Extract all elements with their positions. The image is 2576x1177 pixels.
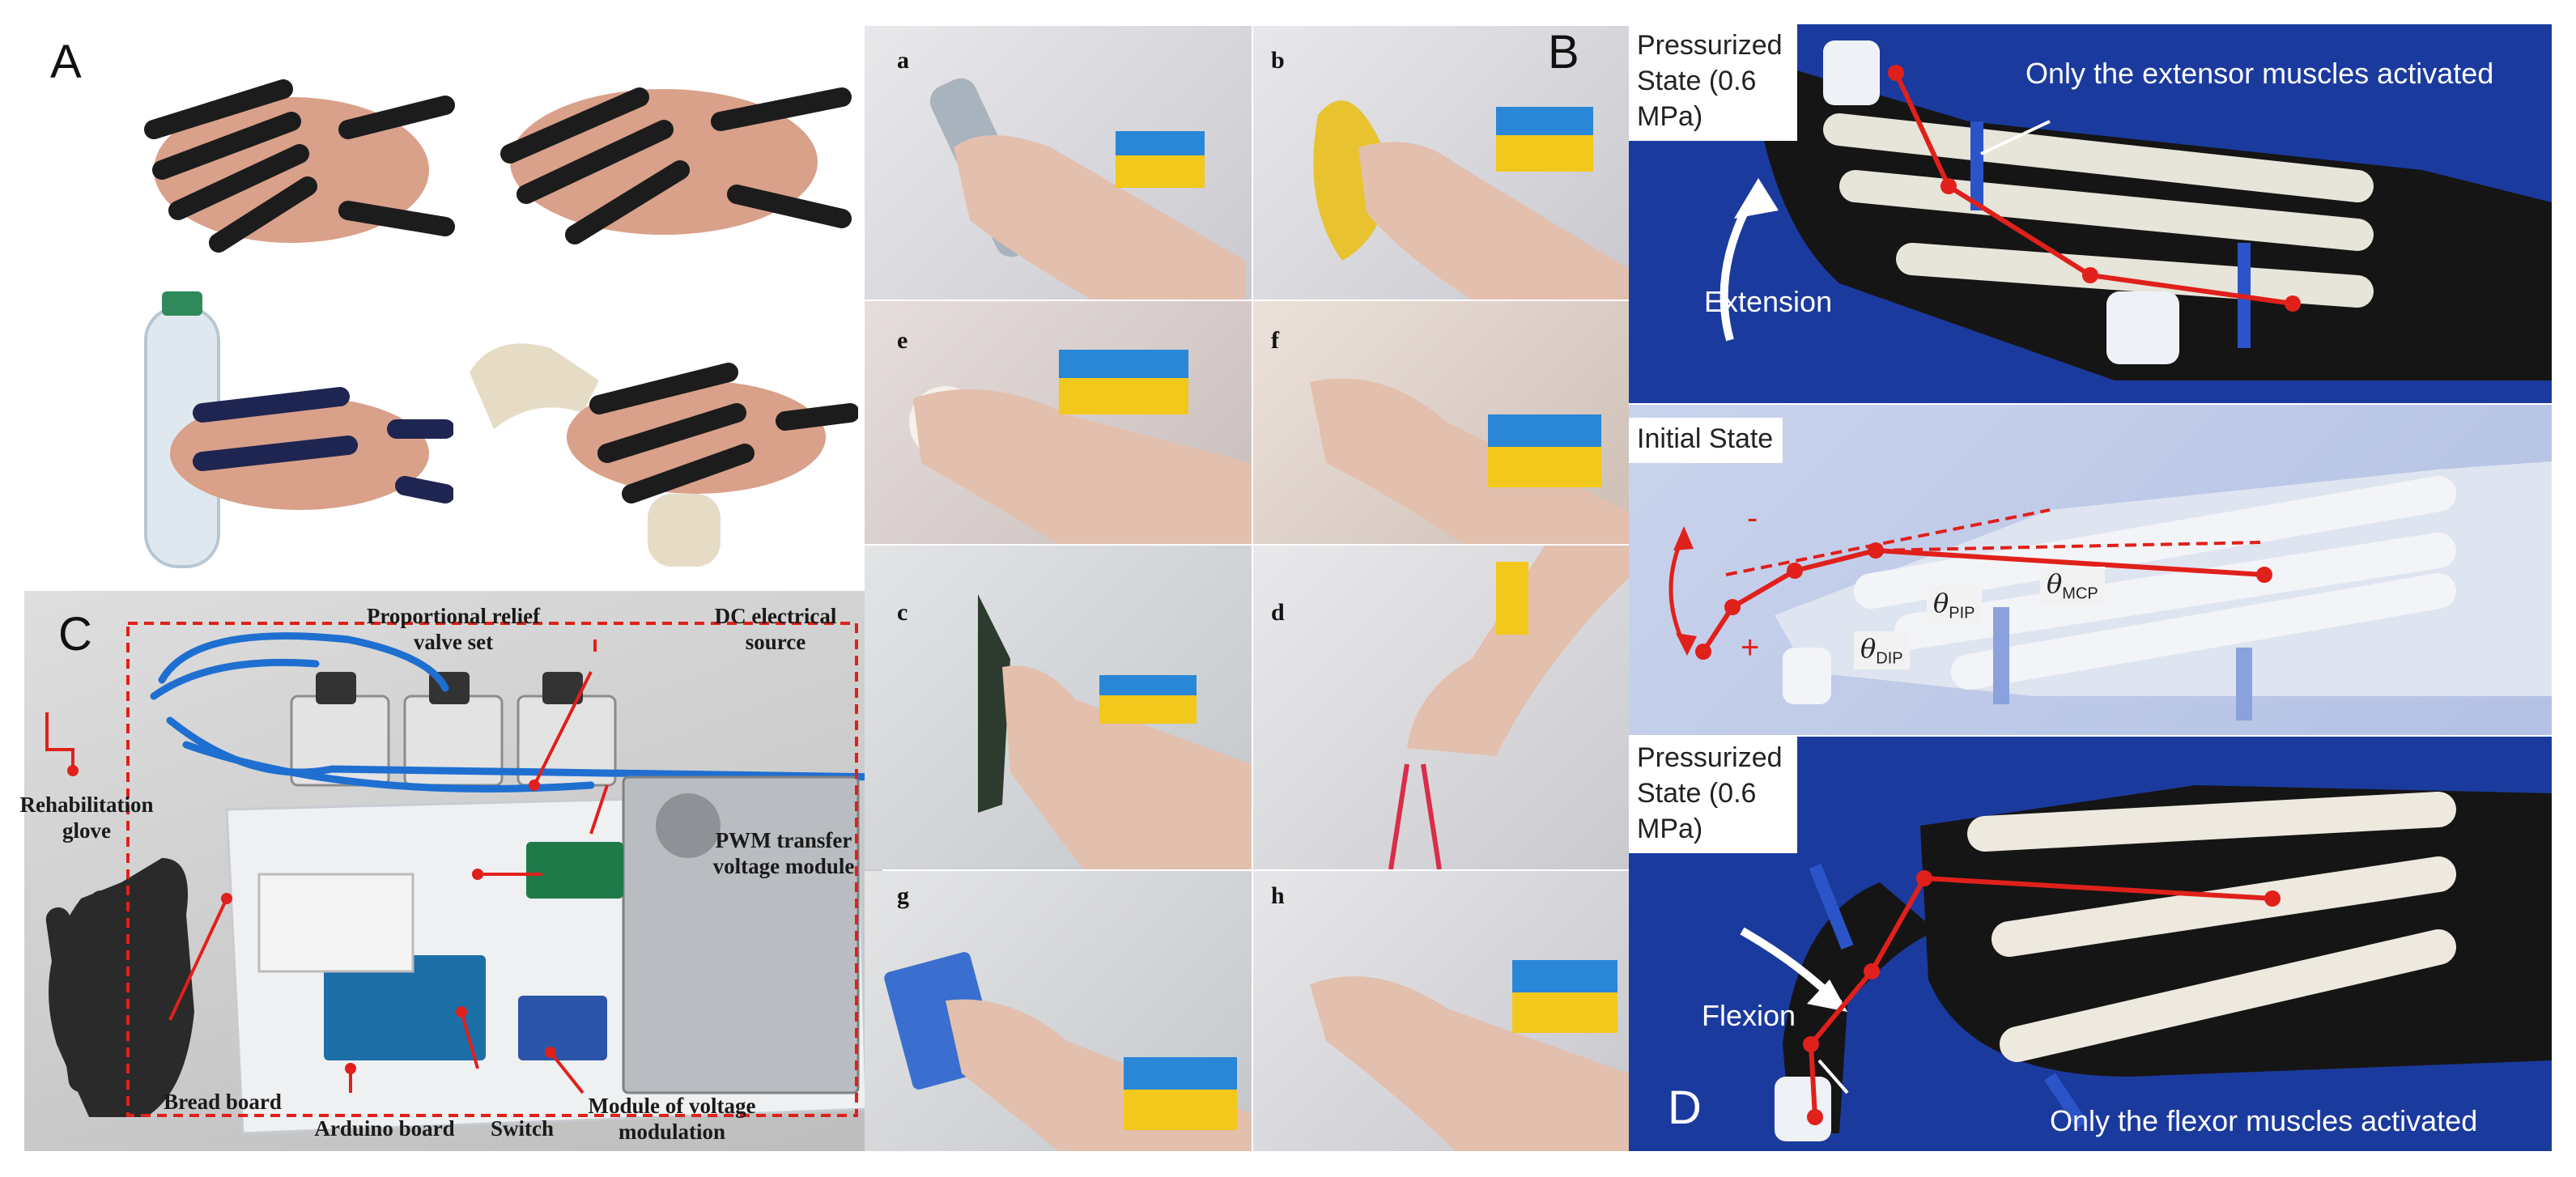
panel-b-photo-a	[865, 26, 1252, 300]
panel-letter-c: C	[58, 608, 92, 661]
grasp-pinch-drawing	[1310, 960, 1629, 1151]
panel-b-photo-f	[1253, 301, 1629, 544]
grasp-small-ball-drawing	[1310, 378, 1629, 544]
panel-b-photo-d	[1253, 546, 1629, 869]
panel-d-bottom-note: Only the flexor muscles activated	[2050, 1104, 2478, 1137]
panel-b-sub-d: d	[1271, 599, 1285, 626]
label-arduino: Arduino board	[314, 1116, 455, 1141]
panel-d-bottom-state-label: Pressurized State (0.6 MPa)	[1629, 737, 1797, 853]
panel-d-initial-state-label: Initial State	[1629, 418, 1783, 463]
panel-b-sub-b: b	[1271, 47, 1285, 74]
panel-letter-b: B	[1548, 26, 1579, 79]
valve-icon	[290, 672, 617, 787]
label-valve-set: Proportional relief valve set	[366, 604, 541, 654]
panel-letter-a: A	[50, 36, 82, 88]
glove-initial-drawing	[1668, 461, 2552, 720]
panel-b-photo-c	[865, 546, 1252, 869]
panel-b-photo-g	[865, 871, 1252, 1151]
grasp-cylinder-drawing	[929, 78, 1245, 300]
label-pwm: PWM transfer voltage module	[712, 828, 855, 878]
glove-extension-drawing	[1719, 40, 2552, 380]
grasp-ball-drawing	[909, 350, 1252, 544]
panel-letter-d: D	[1668, 1081, 1702, 1134]
panel-b-sub-c: c	[897, 599, 908, 626]
panel-b-sub-e: e	[897, 327, 908, 354]
panel-a-photo-2	[478, 32, 858, 291]
panel-a-photo-4	[461, 316, 858, 583]
angle-pip-label: θPIP	[1927, 586, 1982, 625]
panel-a-photo-3	[105, 291, 453, 583]
phone-handset-icon	[470, 343, 858, 567]
panel-d-extension-label: Extension	[1704, 285, 1833, 318]
panel-c-photo	[24, 591, 882, 1151]
grasp-banana-drawing	[1313, 100, 1629, 300]
label-breadboard: Bread board	[164, 1090, 282, 1114]
panel-b-photo-b	[1253, 26, 1629, 300]
grasp-strap-drawing	[1388, 546, 1629, 869]
grasp-card-drawing	[884, 952, 1252, 1151]
glove-hand-icon	[144, 79, 455, 253]
glove-flexion-drawing	[1740, 785, 2552, 1141]
panel-b-photo-e	[865, 301, 1252, 544]
label-rehab-glove: Rehabilitation glove	[19, 792, 154, 843]
sign-plus: +	[1741, 630, 1760, 665]
label-voltage-module: Module of voltage modulation	[588, 1094, 756, 1144]
glove-icon	[45, 858, 194, 1117]
panel-b-sub-h: h	[1271, 882, 1285, 909]
sign-minus: -	[1747, 500, 1758, 536]
panel-a-photo-1	[105, 32, 461, 291]
panel-d-top-note: Only the extensor muscles activated	[2026, 57, 2494, 90]
panel-b-sub-a: a	[897, 47, 909, 74]
test-bench-drawing	[45, 622, 882, 1135]
panel-d-flexion-label: Flexion	[1702, 999, 1796, 1032]
panel-b-photo-h	[1253, 871, 1629, 1151]
label-dc-source: DC electrical source	[714, 604, 837, 654]
panel-d-top-state-label: Pressurized State (0.6 MPa)	[1629, 24, 1797, 141]
panel-b-sub-f: f	[1271, 327, 1279, 354]
glove-hand-icon	[500, 87, 852, 244]
grasp-pliers-drawing	[978, 594, 1252, 869]
angle-mcp-label: θMCP	[2040, 567, 2105, 605]
bottle-grasp-icon	[144, 291, 453, 568]
panel-b-sub-g: g	[897, 882, 909, 909]
angle-dip-label: θDIP	[1854, 631, 1910, 670]
label-switch: Switch	[490, 1116, 554, 1141]
